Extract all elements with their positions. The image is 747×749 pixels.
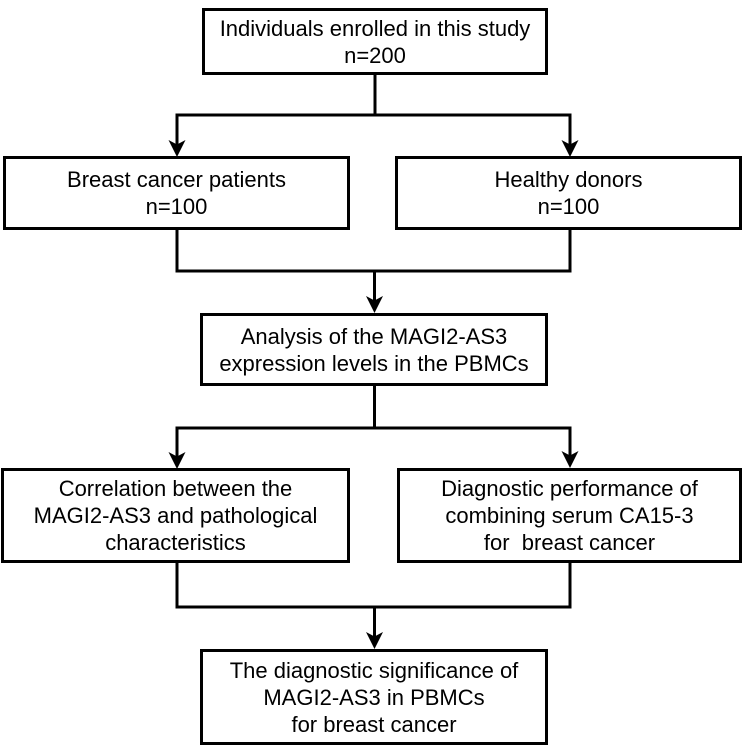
flowchart-node-magi2-as3-analysis: Analysis of the MAGI2-AS3 expression lev… [200,313,548,386]
arrowhead-to-breast-cancer-patients [168,140,186,157]
arrowhead-to-analysis [366,296,383,313]
flowchart-node-individuals-enrolled: Individuals enrolled in this study n=200 [202,8,548,75]
arrowhead-to-correlation [168,452,186,469]
connector-merge-to-significance [175,561,572,641]
flowchart-node-healthy-donors: Healthy donors n=100 [395,156,742,230]
connector-split-analysis [175,384,572,461]
arrowhead-to-diagnostic-performance [561,451,579,468]
connector-split-enrolled [175,73,572,149]
flowchart-node-correlation-pathological: Correlation between the MAGI2-AS3 and pa… [1,468,350,563]
flowchart-node-breast-cancer-patients: Breast cancer patients n=100 [3,156,350,230]
flowchart-node-diagnostic-significance: The diagnostic significance of MAGI2-AS3… [200,649,548,745]
flowchart-node-diagnostic-performance: Diagnostic performance of combining seru… [397,468,742,563]
arrowhead-to-healthy-donors [561,140,579,157]
arrowhead-to-diagnostic-significance [366,632,383,649]
connector-merge-to-analysis [175,228,572,305]
